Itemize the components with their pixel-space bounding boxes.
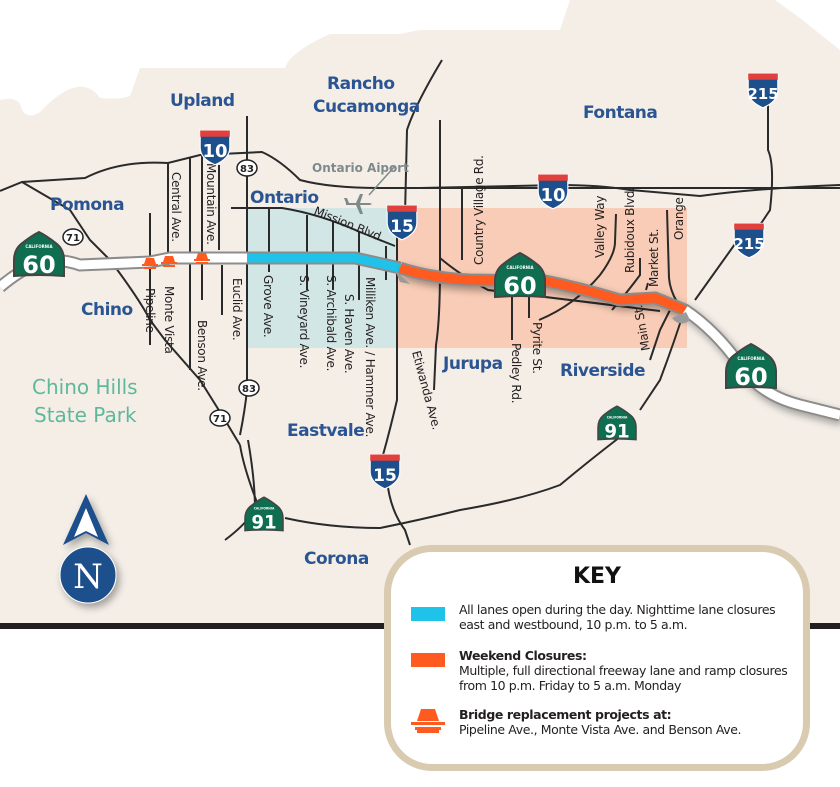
bridge-icon-pipeline — [142, 258, 158, 269]
city-label-riverside: Riverside — [560, 361, 645, 381]
city-label-jurupa: Jurupa — [442, 354, 503, 374]
ca-60-shield-east: CALIFORNIA 60 — [725, 343, 777, 391]
route-83-marker-north: 83 — [236, 159, 258, 177]
svg-text:71: 71 — [213, 414, 227, 425]
key-title: KEY — [572, 564, 621, 589]
svg-text:60: 60 — [503, 272, 536, 300]
city-label-rancho: Rancho — [327, 74, 395, 94]
svg-text:83: 83 — [240, 164, 254, 175]
ca-91-shield-west: CALIFORNIA 91 — [244, 496, 284, 533]
bridge-icon — [411, 709, 445, 733]
zone-day-open — [247, 208, 397, 348]
ca-60-shield-west: CALIFORNIA 60 — [13, 231, 65, 279]
street-label-rubidoux: Rubidoux Blvd. — [623, 187, 637, 273]
street-label-archibald: S. Archibald Ave. — [324, 275, 338, 371]
ca-91-shield-east: CALIFORNIA 91 — [597, 405, 637, 442]
city-label-corona: Corona — [304, 549, 369, 569]
route-71-marker-north: 71 — [62, 228, 84, 246]
street-label-country-village: Country Village Rd. — [472, 155, 486, 265]
key-item-day-open: All lanes open during the day. Nighttime… — [411, 602, 779, 632]
bridge-icon-monte-vista — [161, 256, 177, 267]
swatch-orange — [411, 653, 445, 667]
key-item-heading: Weekend Closures: — [459, 648, 587, 663]
interstate-15-shield-south: 15 — [369, 453, 401, 490]
svg-text:CALIFORNIA: CALIFORNIA — [506, 265, 534, 270]
svg-text:CALIFORNIA: CALIFORNIA — [607, 415, 628, 419]
key-item-text: Multiple, full directional freeway lane … — [459, 663, 788, 693]
park-label-line1: Chino Hills — [32, 375, 138, 399]
svg-text:71: 71 — [66, 233, 80, 244]
route-83-marker-south: 83 — [238, 379, 260, 397]
interstate-10-shield-east: 10 — [537, 173, 569, 210]
freeway-segment-day-open — [247, 253, 401, 273]
svg-text:215: 215 — [733, 235, 764, 253]
city-label-upland: Upland — [170, 91, 235, 111]
street-label-central: Central Ave. — [169, 172, 183, 242]
svg-text:CALIFORNIA: CALIFORNIA — [254, 506, 275, 510]
street-label-monte-vista: Monte Vista — [162, 286, 176, 354]
svg-text:10: 10 — [540, 185, 565, 206]
street-label-grove: Grove Ave. — [261, 275, 275, 337]
key-item-weekend-closure: Weekend Closures: Multiple, full directi… — [411, 648, 789, 693]
city-label-ontario: Ontario — [250, 188, 319, 208]
interstate-15-shield-north: 15 — [386, 204, 418, 241]
svg-text:60: 60 — [734, 363, 767, 391]
svg-text:83: 83 — [242, 384, 256, 395]
svg-text:60: 60 — [22, 251, 55, 279]
airport-label: Ontario Aiport — [312, 161, 409, 175]
key-item-text: Pipeline Ave., Monte Vista Ave. and Bens… — [459, 722, 742, 737]
street-label-euclid: Euclid Ave. — [230, 278, 244, 340]
route-71-marker-south: 71 — [209, 409, 231, 427]
key-item-heading: Bridge replacement projects at: — [459, 707, 672, 722]
street-label-vineyard: S. Vineyard Ave. — [297, 275, 311, 368]
airplane-icon — [344, 194, 372, 214]
interstate-10-shield-west: 10 — [199, 129, 231, 166]
north-arrow-compass: N — [59, 494, 117, 604]
interstate-215-shield-north: 215 — [747, 72, 779, 109]
svg-text:215: 215 — [747, 85, 778, 103]
city-label-cucamonga: Cucamonga — [313, 97, 420, 117]
swatch-blue — [411, 607, 445, 621]
svg-text:CALIFORNIA: CALIFORNIA — [737, 356, 765, 361]
city-label-chino: Chino — [81, 300, 133, 320]
svg-text:15: 15 — [390, 217, 414, 237]
north-letter: N — [73, 557, 103, 597]
street-label-market: Market St. — [647, 229, 661, 287]
street-label-benson: Benson Ave. — [195, 320, 209, 391]
key-item-bridge-replacement: Bridge replacement projects at: Pipeline… — [411, 707, 789, 737]
interstate-215-shield-south: 215 — [733, 222, 765, 259]
svg-text:CALIFORNIA: CALIFORNIA — [25, 244, 53, 249]
ca-60-shield-center: CALIFORNIA 60 — [494, 252, 546, 300]
street-label-pipeline: Pipeline — [143, 288, 157, 333]
city-label-fontana: Fontana — [583, 103, 657, 123]
svg-text:91: 91 — [604, 421, 629, 442]
svg-text:10: 10 — [202, 141, 227, 162]
map-key-legend: KEY All lanes open during the day. Night… — [384, 545, 810, 771]
svg-text:15: 15 — [373, 466, 397, 486]
street-label-valley-way: Valley Way — [593, 196, 607, 258]
bridge-icon-benson — [194, 253, 210, 264]
city-label-eastvale: Eastvale — [287, 421, 364, 441]
city-label-pomona: Pomona — [50, 195, 124, 215]
street-label-pyrite: Pyrite St. — [530, 322, 544, 374]
street-label-pedley: Pedley Rd. — [509, 343, 523, 403]
svg-text:91: 91 — [251, 512, 276, 533]
key-item-text: All lanes open during the day. Nighttime… — [459, 602, 776, 632]
street-label-mountain: Mountain Ave. — [204, 163, 218, 245]
park-label-line2: State Park — [34, 403, 137, 427]
street-label-haven: S. Haven Ave. — [342, 294, 356, 373]
street-label-milliken: Milliken Ave. / Hammer Ave. — [363, 277, 377, 437]
street-label-orange: Orange — [672, 197, 686, 240]
